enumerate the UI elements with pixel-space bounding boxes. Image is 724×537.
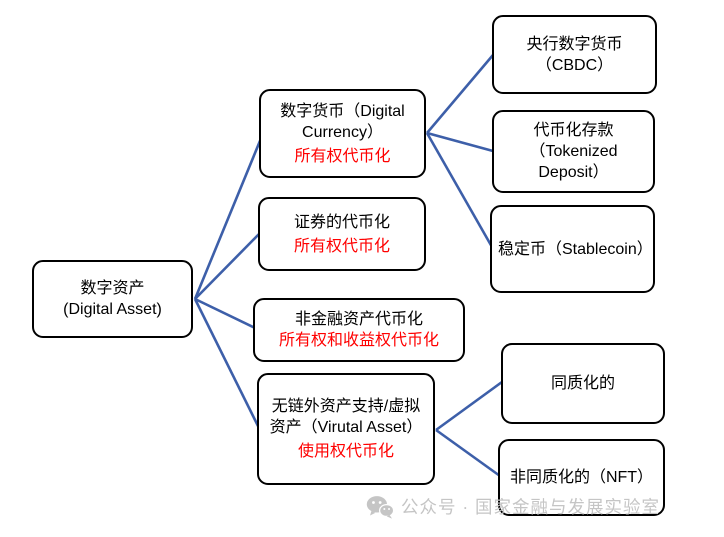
- connector-line: [426, 131, 494, 153]
- connector-line: [193, 298, 261, 429]
- node-title: 稳定币（Stablecoin）: [498, 240, 653, 258]
- connector-line: [193, 135, 264, 300]
- node-title: 非同质化的（NFT）: [509, 469, 654, 486]
- node-securities-tokenization: 证券的代币化 所有权代币化: [258, 197, 426, 271]
- node-cbdc: 央行数字货币（CBDC）: [492, 15, 657, 94]
- connector-line: [435, 380, 503, 432]
- node-note-red: 所有权代币化: [293, 237, 390, 255]
- connector-line: [435, 428, 501, 478]
- node-title: 非金融资产代币化: [294, 311, 423, 328]
- watermark-text: 公众号 · 国家金融与发展实验室: [401, 497, 661, 517]
- connector-line: [426, 54, 494, 134]
- node-digital-currency: 数字货币（Digital Currency） 所有权代币化: [259, 89, 426, 178]
- node-title: 证券的代币化: [293, 213, 390, 231]
- node-non-fungible-nft: 非同质化的（NFT）: [498, 439, 665, 516]
- watermark: 公众号 · 国家金融与发展实验室: [366, 494, 660, 519]
- node-subtitle: (Digital Asset): [63, 301, 162, 318]
- node-tokenized-deposit: 代币化存款（Tokenized Deposit）: [492, 110, 655, 193]
- node-digital-asset: 数字资产 (Digital Asset): [32, 260, 193, 338]
- node-note-red: 所有权和收益权代币化: [278, 332, 439, 349]
- node-virtual-asset: 无链外资产支持/虚拟资产（Virutal Asset） 使用权代币化: [257, 373, 435, 485]
- node-note-red: 所有权代币化: [294, 147, 391, 165]
- node-title: 数字货币（Digital Currency）: [280, 102, 405, 141]
- connector-line: [425, 132, 494, 248]
- connector-line: [194, 232, 261, 300]
- node-title: 数字资产: [80, 280, 145, 297]
- connector-line: [194, 297, 256, 330]
- node-note-red: 使用权代币化: [297, 443, 394, 460]
- node-title: 同质化的: [550, 375, 615, 392]
- node-stablecoin: 稳定币（Stablecoin）: [490, 205, 655, 293]
- node-title: 代币化存款（Tokenized Deposit）: [529, 122, 618, 181]
- wechat-icon: [366, 495, 394, 519]
- node-fungible: 同质化的: [501, 343, 665, 424]
- node-title: 央行数字货币（CBDC）: [526, 35, 623, 74]
- node-title: 无链外资产支持/虚拟资产（Virutal Asset）: [269, 398, 423, 436]
- node-nonfinancial-asset-tokenization: 非金融资产代币化 所有权和收益权代币化: [253, 298, 465, 362]
